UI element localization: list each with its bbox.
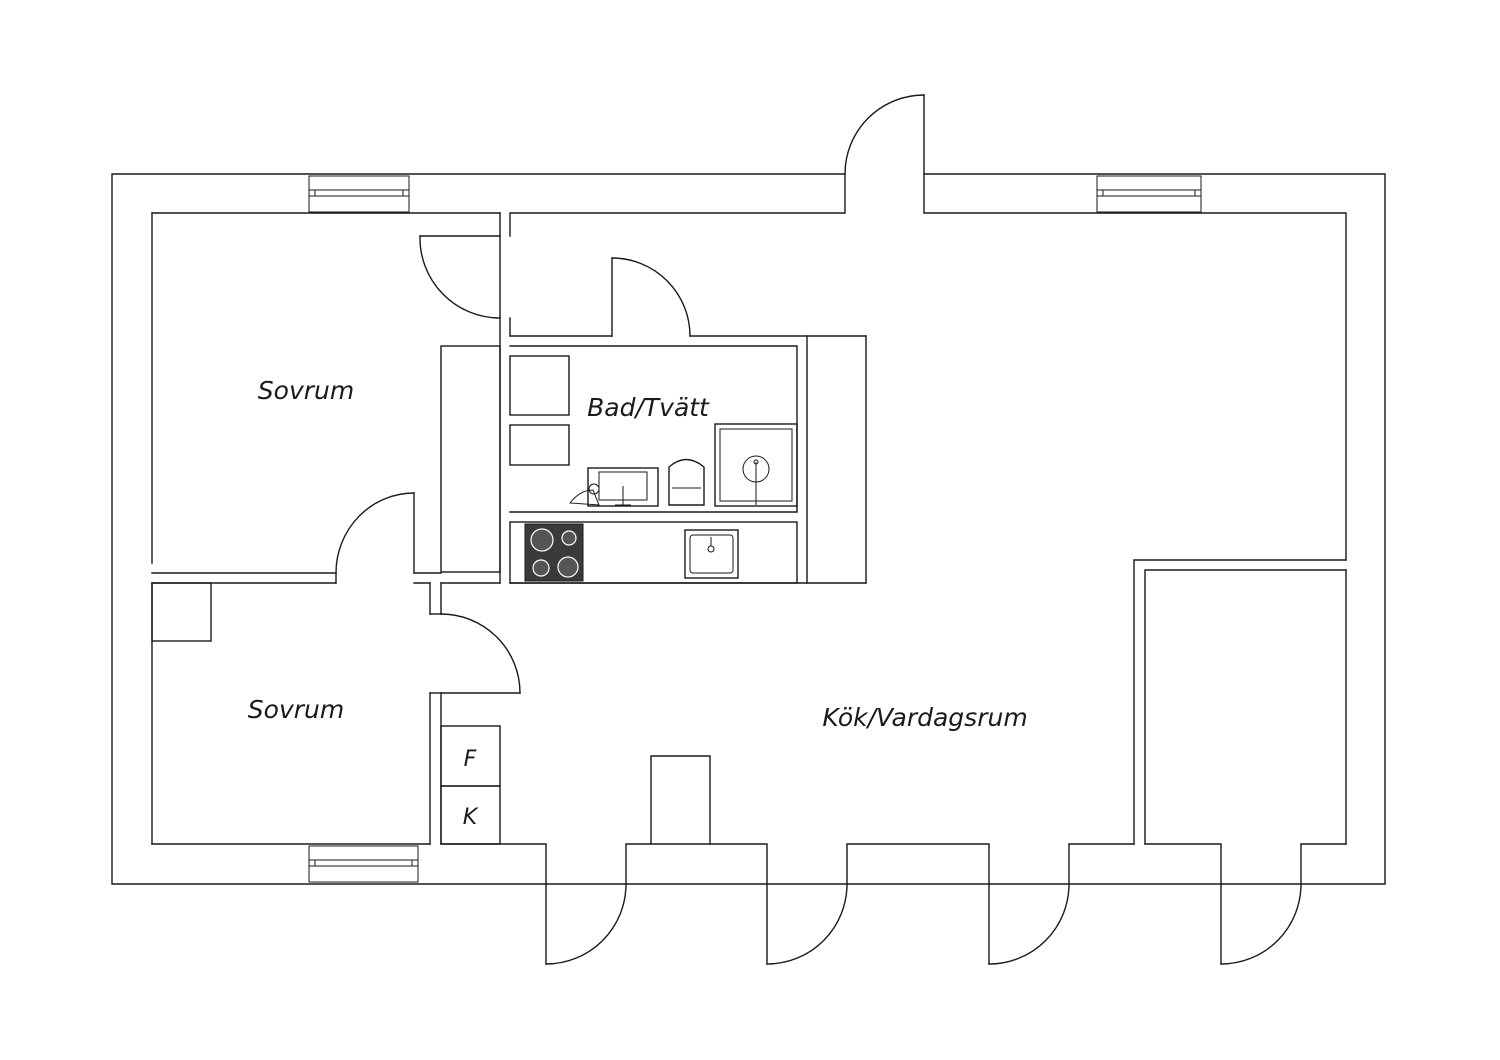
room-label-kitchen-living: Kök/Vardagsrum <box>822 703 1027 732</box>
wardrobes <box>151 345 570 642</box>
bathroom-fixtures <box>509 345 798 513</box>
outer-walls <box>111 173 1386 885</box>
entrance-door <box>844 94 925 175</box>
freezer-label: K <box>463 805 479 830</box>
room-label-bedroom-bottom: Sovrum <box>248 695 344 724</box>
storage-shelf-lower <box>509 424 570 466</box>
burner-icon <box>561 530 577 546</box>
window-bottom-left <box>308 845 419 883</box>
room-label-bathroom: Bad/Tvätt <box>587 393 710 422</box>
burner-icon <box>557 556 579 578</box>
kitchen-counter <box>509 335 808 584</box>
patio-door-1 <box>545 883 627 965</box>
room-label-bedroom-top: Sovrum <box>258 376 354 405</box>
room-labels: Sovrum Sovrum Bad/Tvätt Kök/Vardagsrum <box>248 376 1028 732</box>
fridge-label: F <box>464 747 477 772</box>
window-top-left <box>308 175 410 213</box>
windows <box>308 175 1202 883</box>
burner-icon <box>532 559 550 577</box>
patio-door-4 <box>1220 883 1302 965</box>
door-bedroom-bottom-hall <box>440 613 521 694</box>
patio-doors <box>545 883 1302 965</box>
fridge-freezer: F K <box>440 725 501 845</box>
patio-door-3 <box>988 883 1070 965</box>
bedroom-wardrobe <box>151 582 212 642</box>
burner-icon <box>530 528 554 552</box>
window-top-right <box>1096 175 1202 213</box>
door-bedroom-top <box>419 235 501 319</box>
interior-doors <box>335 235 691 694</box>
patio-door-2 <box>766 883 848 965</box>
door-bathroom <box>611 257 691 337</box>
door-bedroom-bottom <box>335 492 415 574</box>
toilet-icon <box>668 458 705 506</box>
shower <box>714 423 798 507</box>
hall-wardrobe <box>440 345 501 573</box>
washing-machine <box>587 467 659 507</box>
storage-shelf-upper <box>509 355 570 416</box>
kitchen-sink <box>684 529 739 579</box>
bucket-icon <box>569 489 600 506</box>
freezer <box>440 785 501 845</box>
